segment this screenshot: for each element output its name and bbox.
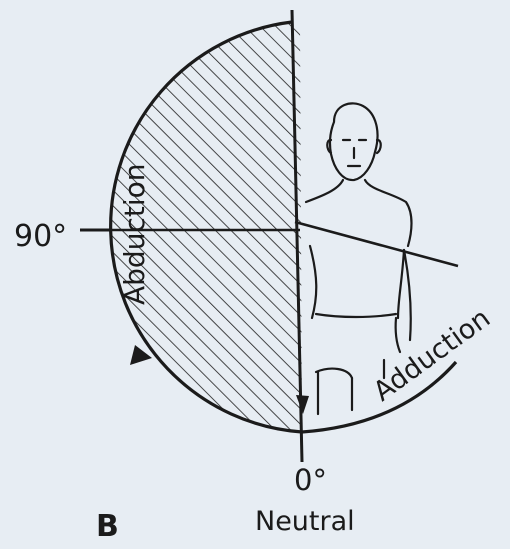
panel-letter: B — [96, 509, 119, 544]
zero-degree-label: 0° — [294, 463, 327, 497]
neutral-label: Neutral — [255, 506, 355, 537]
arm-reference-line — [295, 222, 458, 266]
ninety-degree-label: 90° — [14, 219, 67, 254]
abduction-label: Abduction — [118, 164, 151, 305]
adduction-label: Adduction — [368, 303, 496, 408]
